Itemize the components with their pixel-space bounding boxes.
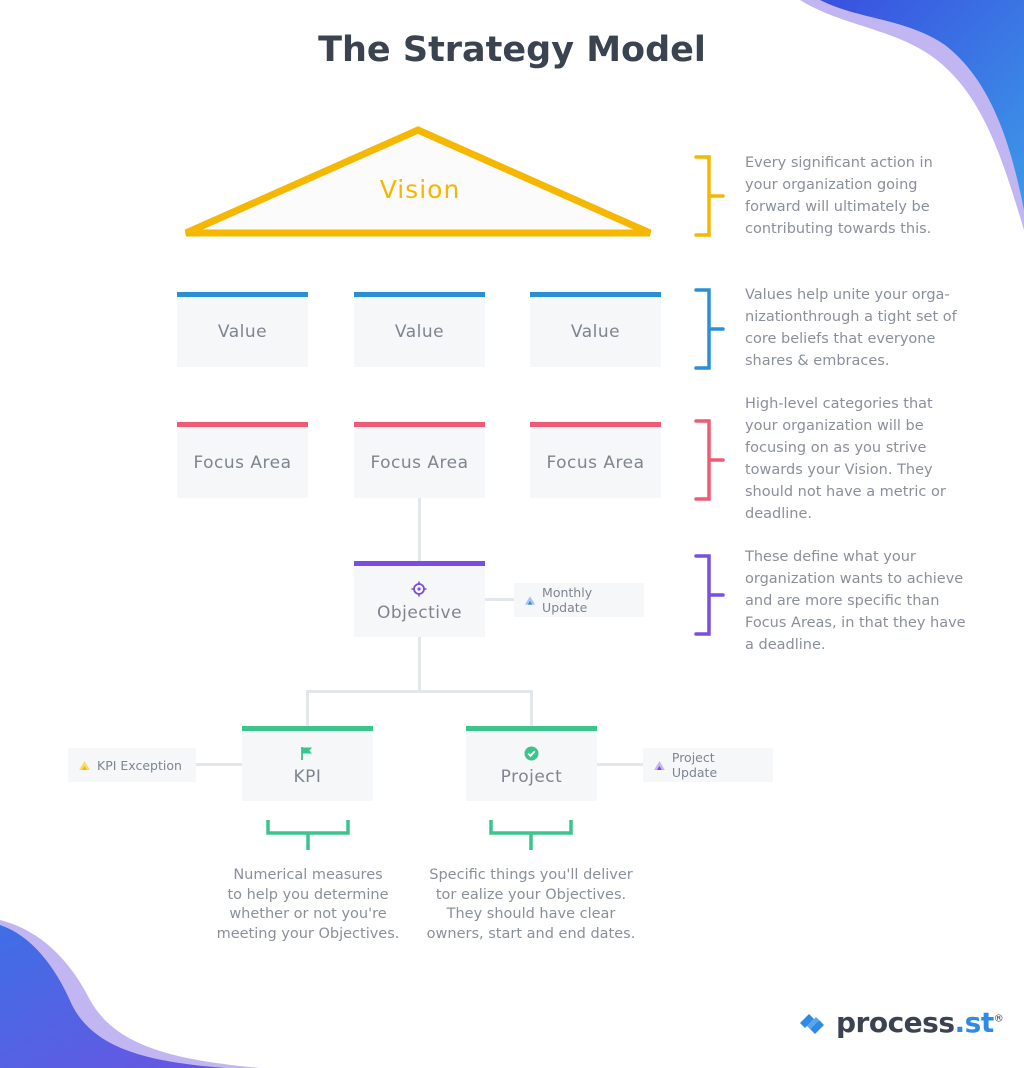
connector-horizontal	[306, 690, 533, 693]
connector-project-update	[597, 763, 643, 766]
focus-area-box-1: Focus Area	[177, 422, 308, 498]
connector-focus-objective	[418, 498, 421, 562]
focus-areas-description: High-level categories that your organiza…	[745, 396, 946, 522]
values-description: Values help unite your orga- nizationthr…	[745, 287, 957, 369]
project-label: Project	[500, 766, 563, 787]
vision-label: Vision	[379, 175, 461, 204]
project-box: Project	[466, 726, 597, 801]
mountain-blue-icon	[524, 595, 536, 605]
value-box-2: Value	[354, 292, 485, 367]
check-circle-icon	[524, 746, 539, 760]
mountain-yellow-icon	[79, 760, 90, 770]
target-icon	[411, 581, 427, 596]
objective-label: Objective	[376, 602, 463, 623]
vision-description: Every significant action in your organiz…	[745, 155, 933, 237]
kpi-caption: Numerical measures to help you determine…	[216, 867, 400, 942]
process-st-logo-icon	[800, 1013, 824, 1034]
value-box-1: Value	[177, 292, 308, 367]
kpi-exception-badge: KPI Exception	[68, 748, 196, 782]
process-st-logo: process.st®	[798, 1006, 1004, 1039]
bottom-brackets	[266, 820, 573, 850]
connector-objective-down	[418, 636, 421, 692]
kpi-label: KPI	[293, 766, 322, 787]
logo-registered-mark: ®	[993, 1013, 1004, 1025]
vision-triangle	[184, 126, 652, 237]
page-title: The Strategy Model	[318, 30, 706, 70]
description-brackets	[694, 155, 725, 636]
project-caption: Specific things you'll deliver tor ealiz…	[426, 867, 636, 942]
focus-area-box-3: Focus Area	[530, 422, 661, 498]
monthly-update-badge: Monthly Update	[514, 583, 644, 617]
connector-to-kpi	[306, 690, 309, 728]
logo-text-suffix: .st	[954, 1006, 995, 1039]
connector-objective-update	[485, 598, 515, 601]
objective-description: These define what your organization want…	[745, 549, 966, 653]
objective-box: Objective	[354, 561, 485, 637]
connector-kpi-exception	[196, 763, 242, 766]
flag-icon	[301, 746, 313, 760]
logo-text-main: process	[836, 1006, 955, 1039]
connector-to-project	[530, 690, 533, 728]
value-box-3: Value	[530, 292, 661, 367]
kpi-box: KPI	[242, 726, 373, 801]
mountain-purple-icon	[653, 760, 665, 770]
project-update-badge: Project Update	[643, 748, 773, 782]
focus-area-box-2: Focus Area	[354, 422, 485, 498]
